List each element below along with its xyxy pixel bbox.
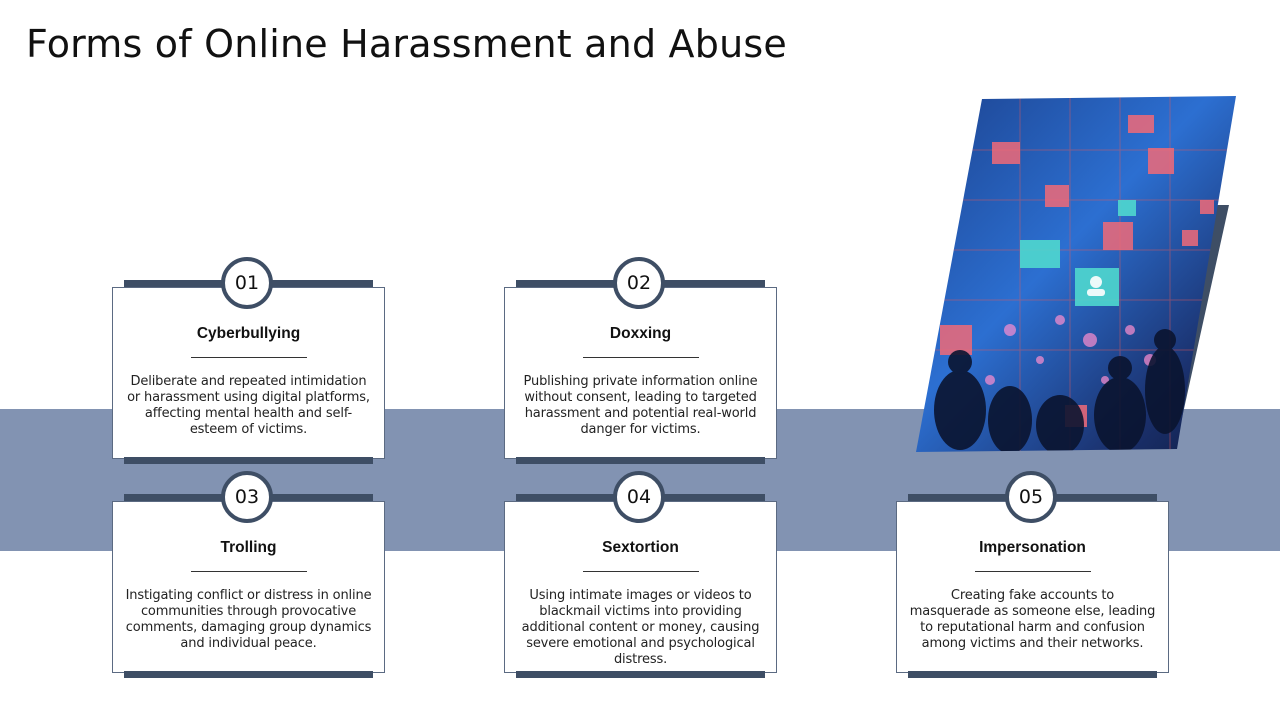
card-number-badge: 04	[613, 471, 665, 523]
card-divider	[191, 571, 307, 572]
card-description: Using intimate images or videos to black…	[521, 588, 760, 667]
card-divider	[975, 571, 1091, 572]
card-number-badge: 02	[613, 257, 665, 309]
card-box: Doxxing Publishing private information o…	[504, 287, 777, 459]
card-box: Impersonation Creating fake accounts to …	[896, 501, 1169, 673]
card-bottom-bar	[908, 671, 1157, 678]
card-number-badge: 01	[221, 257, 273, 309]
card-number-badge: 05	[1005, 471, 1057, 523]
card-description: Publishing private information online wi…	[523, 374, 758, 437]
card-trolling: Trolling Instigating conflict or distres…	[112, 471, 385, 678]
page-title: Forms of Online Harassment and Abuse	[26, 22, 787, 66]
card-divider	[191, 357, 307, 358]
card-title: Impersonation	[979, 539, 1086, 556]
card-divider	[583, 571, 699, 572]
card-bottom-bar	[516, 457, 765, 464]
card-cyberbullying: Cyberbullying Deliberate and repeated in…	[112, 257, 385, 464]
card-box: Sextortion Using intimate images or vide…	[504, 501, 777, 673]
card-bottom-bar	[124, 671, 373, 678]
card-bottom-bar	[124, 457, 373, 464]
card-description: Creating fake accounts to masquerade as …	[909, 588, 1156, 651]
card-doxxing: Doxxing Publishing private information o…	[504, 257, 777, 464]
card-number-badge: 03	[221, 471, 273, 523]
card-title: Sextortion	[602, 539, 679, 556]
hero-image	[916, 96, 1236, 452]
card-sextortion: Sextortion Using intimate images or vide…	[504, 471, 777, 678]
card-divider	[583, 357, 699, 358]
card-description: Deliberate and repeated intimidation or …	[127, 374, 370, 437]
card-title: Cyberbullying	[196, 325, 301, 342]
card-box: Cyberbullying Deliberate and repeated in…	[112, 287, 385, 459]
card-title: Doxxing	[609, 325, 672, 342]
card-description: Instigating conflict or distress in onli…	[125, 588, 372, 651]
card-box: Trolling Instigating conflict or distres…	[112, 501, 385, 673]
card-bottom-bar	[516, 671, 765, 678]
card-title: Trolling	[220, 539, 277, 556]
card-impersonation: Impersonation Creating fake accounts to …	[896, 471, 1169, 678]
